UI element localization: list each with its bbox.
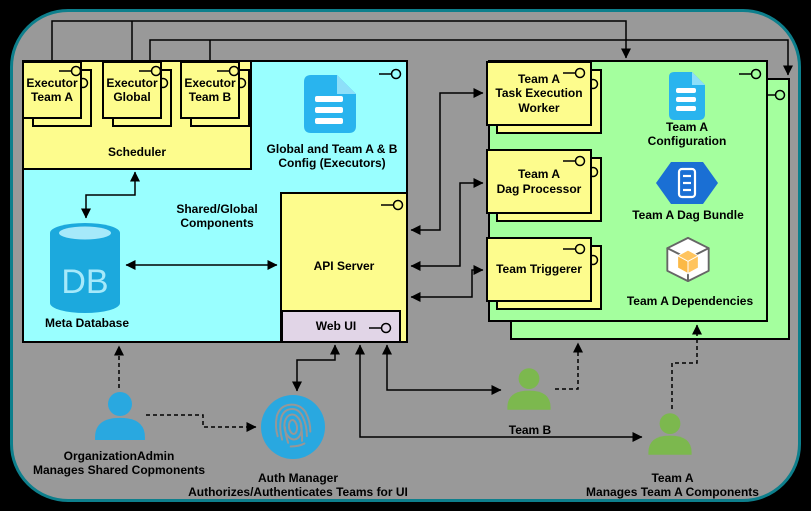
auth-manager-icon (260, 394, 326, 465)
team-a-dag-bundle-icon (656, 162, 718, 209)
meta-database-label: Meta Database (44, 316, 130, 330)
web-ui-label: Web UI (315, 319, 357, 333)
web-ui-box (281, 310, 401, 343)
api-server-label: API Server (313, 259, 375, 273)
executor-team-a-box: Executor Team A (22, 61, 82, 119)
team-a-label: Team A Manages Team A Components (586, 471, 759, 500)
team-a-dependencies-label: Team A Dependencies (626, 294, 754, 308)
team-a-configuration-label: Team A Configuration (647, 120, 727, 149)
team-a-icon (646, 411, 694, 462)
executor-global-label: Executor Global (106, 75, 158, 104)
team-b-icon (505, 366, 553, 417)
shared-group-label: Shared/Global Components (176, 202, 258, 231)
executor-team-a-label: Executor Team A (26, 75, 78, 104)
config-file-label: Global and Team A & B Config (Executors) (266, 142, 398, 171)
scheduler-label: Scheduler (107, 145, 167, 159)
triggerer-box: Team Triggerer (486, 237, 592, 302)
auth-manager-label: Auth Manager Authorizes/Authenticates Te… (188, 471, 408, 500)
team-b-label: Team B (508, 423, 552, 437)
executor-global-box: Executor Global (102, 61, 162, 119)
team-a-configuration-icon (668, 71, 706, 126)
team-a-dag-bundle-label: Team A Dag Bundle (632, 208, 744, 222)
dag-processor-box: Team A Dag Processor (486, 149, 592, 214)
organization-admin-label: OrganizationAdmin Manages Shared Copmone… (32, 449, 206, 478)
triggerer-label: Team Triggerer (496, 262, 582, 277)
team-a-dependencies-icon (663, 236, 713, 288)
config-file-icon (303, 74, 357, 139)
task-worker-box: Team A Task Execution Worker (486, 61, 592, 126)
db-icon-text: DB (61, 263, 108, 301)
executor-team-b-box: Executor Team B (180, 61, 240, 119)
dag-processor-label: Team A Dag Processor (496, 167, 582, 196)
meta-database-icon: DB (48, 221, 122, 320)
organization-admin-icon (92, 392, 148, 445)
executor-team-b-label: Executor Team B (184, 75, 236, 104)
task-worker-label: Team A Task Execution Worker (495, 72, 583, 115)
